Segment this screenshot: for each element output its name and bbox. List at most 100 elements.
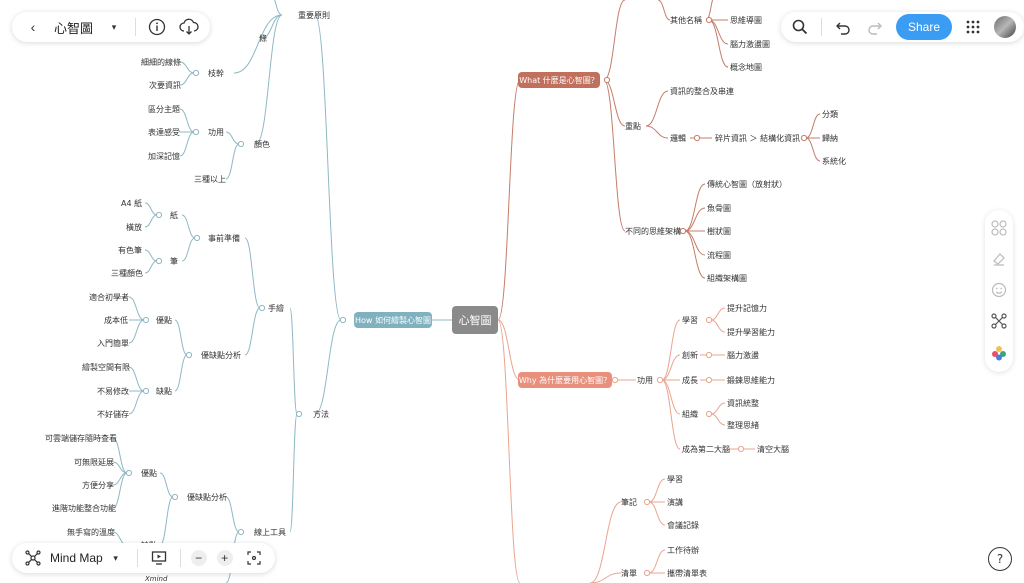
topic-label[interactable]: 加深記憶 (148, 151, 180, 161)
topic-label[interactable]: 工作待辦 (667, 545, 699, 555)
topic-label[interactable]: 成本低 (104, 315, 128, 325)
chevron-down-icon[interactable]: ▾ (111, 21, 117, 32)
collapse-knob[interactable] (737, 445, 745, 453)
topic-label[interactable]: 碎片資訊 ＞ 結構化資訊 (715, 133, 800, 143)
collapse-knob[interactable] (125, 469, 133, 477)
collapse-knob[interactable] (193, 234, 201, 242)
topic-label[interactable]: 線上工具 (254, 527, 286, 537)
topic-label[interactable]: 細細的線條 (141, 57, 181, 67)
how-topic-box[interactable] (354, 312, 432, 328)
minus-icon[interactable]: − (190, 550, 207, 566)
topic-label[interactable]: 三種顏色 (111, 268, 143, 278)
collapse-knob[interactable] (155, 211, 163, 219)
topic-label[interactable]: 腦力激盪 (727, 350, 759, 360)
topic-label[interactable]: 表達感受 (148, 127, 180, 137)
why-topic-box[interactable] (518, 372, 612, 388)
apps-grid-icon[interactable] (962, 16, 984, 38)
collapse-knob[interactable] (656, 376, 664, 384)
collapse-knob[interactable] (705, 410, 713, 418)
topic-label[interactable]: 學習 (667, 474, 683, 484)
topic-label[interactable]: 次要資訊 (149, 80, 181, 90)
topic-label[interactable]: 攜帶清單表 (667, 568, 707, 578)
topic-label[interactable]: 功用 (208, 127, 224, 137)
topic-label[interactable]: 重點 (625, 121, 641, 131)
fit-view-icon[interactable] (243, 547, 265, 569)
tool-label[interactable]: Xmind (144, 575, 168, 583)
topic-label[interactable]: 不易修改 (97, 386, 129, 396)
topic-label[interactable]: 會議記錄 (667, 520, 699, 530)
collapse-knob[interactable] (142, 316, 150, 324)
topic-label[interactable]: 優缺點分析 (201, 350, 241, 360)
chevron-down-icon[interactable]: ▾ (113, 552, 118, 563)
topic-label[interactable]: 腦力激盪圖 (730, 39, 770, 49)
topic-label[interactable]: 入門簡單 (97, 338, 129, 348)
topic-label[interactable]: 繪製空間有限 (82, 362, 130, 372)
format-icon[interactable] (989, 218, 1009, 238)
theme-color-icon[interactable] (989, 343, 1009, 363)
collapse-knob[interactable] (295, 410, 303, 418)
topic-label[interactable]: 資訊的整合及串連 (670, 86, 734, 96)
topic-label[interactable]: 傳統心智圖（放射狀） (707, 179, 787, 189)
collapse-knob[interactable] (643, 498, 651, 506)
topic-label[interactable]: 手繪 (268, 303, 284, 313)
topic-label[interactable]: 適合初學者 (89, 292, 129, 302)
topic-label[interactable]: 成長 (682, 375, 698, 385)
collapse-knob[interactable] (339, 316, 347, 324)
topic-label[interactable]: 無手寫的溫度 (67, 527, 115, 537)
topic-label[interactable]: 樹狀圖 (707, 226, 731, 236)
collapse-knob[interactable] (705, 376, 713, 384)
chevron-left-icon[interactable]: ‹ (30, 19, 36, 35)
share-button[interactable]: Share (896, 14, 952, 40)
collapse-knob[interactable] (142, 387, 150, 395)
topic-label[interactable]: 邏輯 (670, 133, 686, 143)
sticker-icon[interactable] (989, 280, 1009, 300)
topic-label[interactable]: 紙 (170, 210, 178, 220)
topic-label[interactable]: 系統化 (822, 156, 846, 166)
present-icon[interactable] (148, 547, 170, 569)
topic-label[interactable]: 清單 (621, 568, 637, 578)
topic-label[interactable]: 筆記 (621, 497, 637, 507)
central-topic-box[interactable] (452, 306, 498, 334)
topic-label[interactable]: 重要原則 (298, 10, 330, 20)
collapse-knob[interactable] (155, 257, 163, 265)
plus-icon[interactable]: + (216, 550, 233, 566)
style-icon[interactable] (989, 249, 1009, 269)
user-avatar[interactable] (994, 16, 1016, 38)
collapse-knob[interactable] (237, 140, 245, 148)
topic-label[interactable]: 有色筆 (118, 245, 142, 255)
collapse-knob[interactable] (643, 569, 651, 577)
help-button[interactable]: ? (988, 547, 1012, 571)
collapse-knob[interactable] (192, 128, 200, 136)
topic-label[interactable]: 流程圖 (707, 250, 731, 260)
topic-label[interactable]: 優點 (141, 468, 157, 478)
topic-label[interactable]: 筆 (170, 256, 178, 266)
topic-label[interactable]: 區分主題 (148, 104, 180, 114)
topic-label[interactable]: 條 (259, 33, 267, 43)
topic-label[interactable]: 組織架構圖 (707, 273, 747, 283)
topic-label[interactable]: 分類 (822, 109, 838, 119)
topic-label[interactable]: 成為第二大腦 (682, 444, 730, 454)
topic-label[interactable]: 方法 (313, 409, 329, 419)
topic-label[interactable]: 事前準備 (208, 233, 240, 243)
topic-label[interactable]: 不同的思維架構 (625, 226, 681, 236)
view-mode-select[interactable]: Mind Map (50, 551, 103, 565)
topic-label[interactable]: 學習 (682, 315, 698, 325)
topic-label[interactable]: 橫放 (126, 222, 142, 232)
collapse-knob[interactable] (800, 134, 808, 142)
collapse-knob[interactable] (185, 351, 193, 359)
what-topic-label[interactable]: What 什麼是心智圖？ (519, 75, 599, 85)
map-structure-icon[interactable] (989, 311, 1009, 331)
cloud-download-icon[interactable] (178, 16, 200, 38)
collapse-knob[interactable] (258, 304, 266, 312)
topic-label[interactable]: 缺點 (156, 386, 172, 396)
collapse-knob[interactable] (611, 376, 619, 384)
topic-label[interactable]: 其他名稱 (670, 15, 702, 25)
topic-label[interactable]: 功用 (637, 375, 653, 385)
topic-label[interactable]: 組織 (682, 409, 698, 419)
topic-label[interactable]: 創新 (682, 350, 698, 360)
topic-label[interactable]: 概念地圖 (730, 62, 762, 72)
topic-label[interactable]: 枝幹 (208, 68, 224, 78)
collapse-knob[interactable] (693, 134, 701, 142)
topic-label[interactable]: 優缺點分析 (187, 492, 227, 502)
how-topic-label[interactable]: How 如何繪製心智圖 (355, 315, 431, 325)
